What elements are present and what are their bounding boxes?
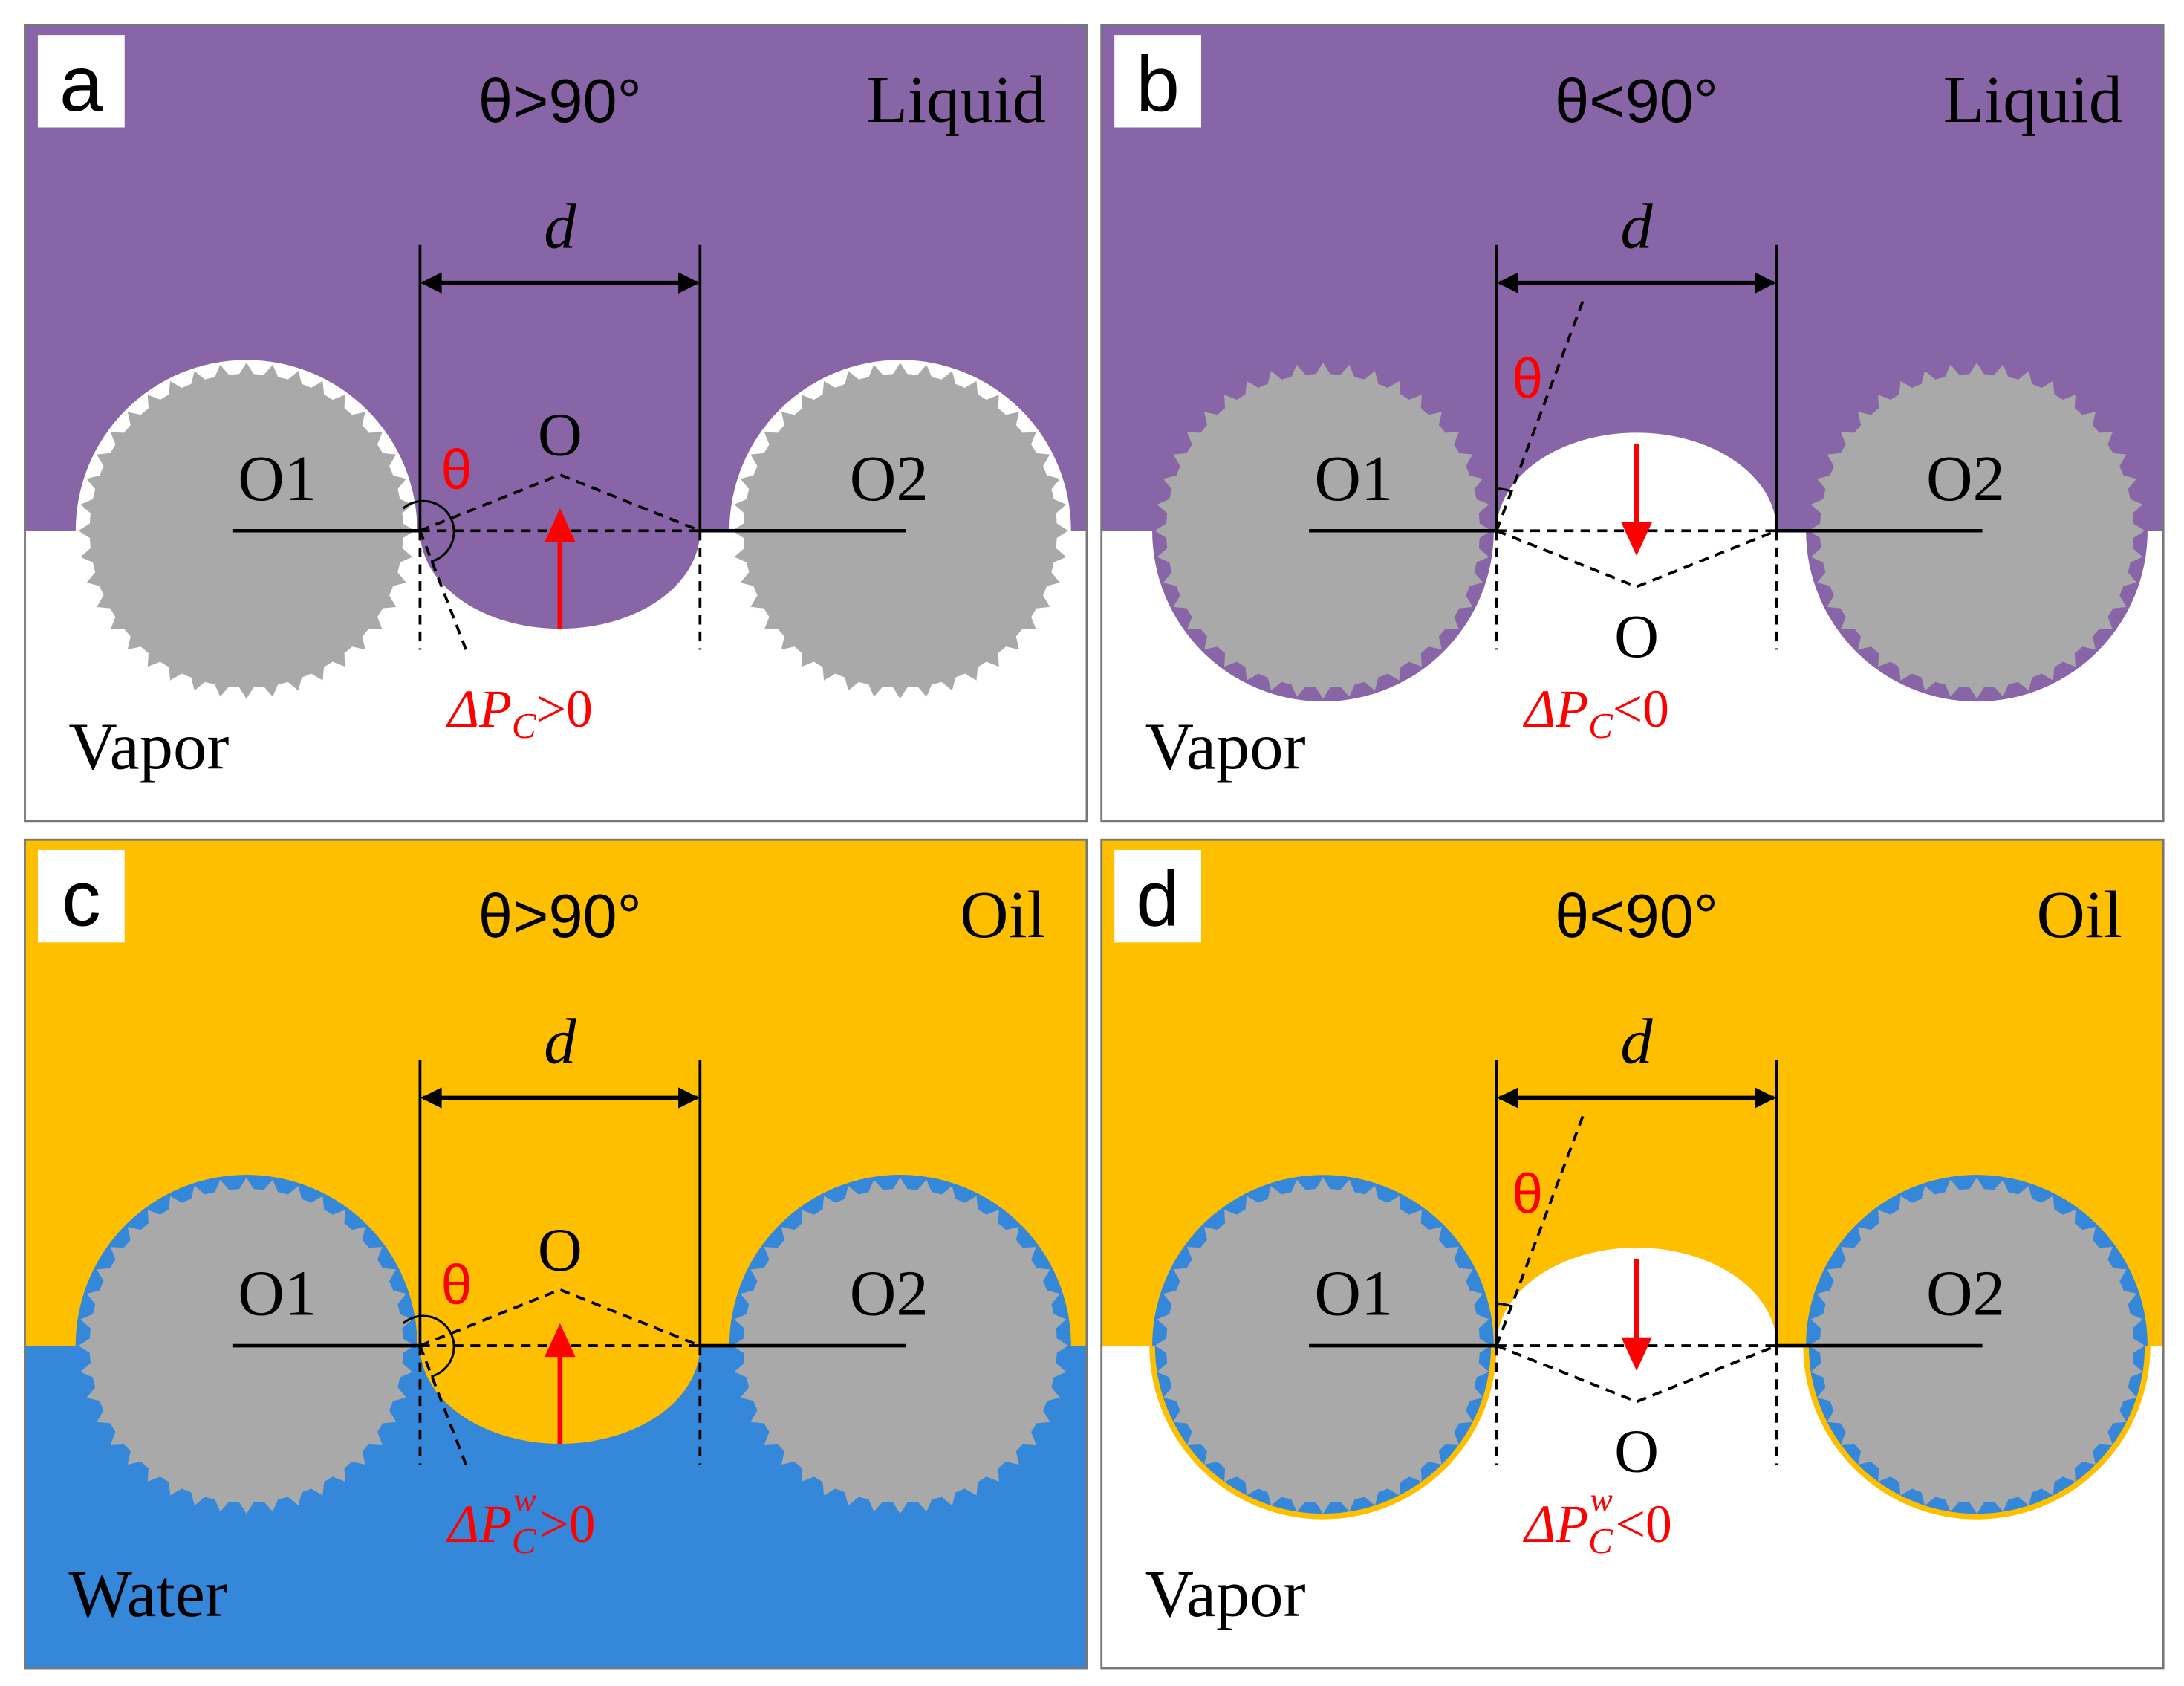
surface-spike [1313,1177,1333,1193]
bottom-phase-label: Vapor [1145,1556,1306,1631]
capillary-pressure-label: ΔPC>0 [446,680,593,746]
surface-spike [891,1499,910,1514]
panel-frame [1100,24,2165,823]
surface-spike [1313,684,1333,699]
bottom-phase-label: Vapor [1145,709,1306,784]
surface-spike [237,684,256,699]
pressure-arrow [545,1323,576,1444]
distance-label: d [1620,1005,1653,1077]
surface-spike [237,363,256,377]
contact-angle-arc [1496,487,1512,493]
surface-spike [1967,684,1986,699]
panel-frame [1100,838,2165,1670]
contact-angle-arc [1496,1303,1512,1308]
meniscus-center-label: O [1614,602,1659,670]
surface-spike [1967,1499,1986,1514]
top-phase-label: Liquid [1943,62,2122,137]
surface-spike [1053,522,1068,540]
particle-center-label-left: O1 [1314,1258,1393,1329]
surface-spike [1154,522,1170,540]
surface-spike [237,1499,256,1514]
distance-label: d [544,191,576,262]
particle-center-label-right: O2 [850,443,929,514]
contact-angle-condition: θ<90° [1555,881,1718,950]
particle-center-label-right: O2 [1926,443,2005,514]
surface-spike [1967,1177,1986,1193]
pressure-arrow [545,508,576,629]
svg-text:a: a [59,40,103,128]
capillary-pressure-label: ΔPCw>0 [446,1481,595,1561]
surface-spike [1053,1336,1068,1355]
meniscus-center-label: O [538,400,582,468]
contact-angle-symbol: θ [1512,347,1543,409]
surface-spike [1967,363,1986,377]
distance-label: d [1620,191,1653,262]
top-phase-label: Oil [2036,877,2122,952]
surface-spike [2130,1336,2145,1355]
capillary-pressure-label: ΔPCw<0 [1522,1481,1671,1561]
contact-angle-symbol: θ [441,1254,472,1316]
contact-angle-condition: θ<90° [1555,66,1718,135]
surface-spike [78,522,93,540]
surface-spike [2130,522,2145,540]
surface-spike [1313,363,1333,377]
contact-angle-symbol: θ [441,438,472,501]
panel-letter: d [1114,849,1201,943]
top-phase-label: Liquid [867,62,1046,137]
bottom-phase-label: Vapor [68,709,229,784]
surface-spike [1313,1499,1333,1514]
panel-letter: b [1114,35,1201,128]
surface-spike [78,1336,93,1355]
contact-angle-condition: θ>90° [478,66,642,135]
tangent-line [418,1345,469,1470]
panel-frame [24,838,1088,1670]
panel-letter: c [37,849,125,943]
surface-spike [891,684,910,699]
tangent-line [418,530,469,655]
bottom-phase-label: Water [68,1556,227,1631]
contact-angle-condition: θ>90° [478,881,642,950]
surface-spike [237,1177,256,1193]
particle-center-label-right: O2 [850,1258,929,1329]
svg-text:c: c [62,855,101,943]
particle-center-label-right: O2 [1926,1258,2005,1329]
distance-label: d [544,1005,576,1077]
svg-text:d: d [1136,855,1180,943]
svg-text:b: b [1136,40,1180,128]
surface-spike [1154,1336,1170,1355]
top-phase-label: Oil [960,877,1046,952]
surface-spike [891,1177,910,1193]
pressure-arrow [1621,444,1652,557]
particle-center-label-left: O1 [1314,443,1393,514]
meniscus-center-label: O [1614,1417,1659,1485]
particle-center-label-left: O1 [238,443,316,514]
contact-angle-symbol: θ [1512,1162,1543,1225]
panel-letter: a [37,35,125,128]
contact-angle-arc [402,1314,455,1378]
meniscus-center-label: O [538,1215,582,1283]
capillary-pressure-label: ΔPC<0 [1522,680,1669,746]
pressure-arrow [1621,1259,1652,1371]
surface-spike [891,363,910,377]
panel-frame [24,24,1088,823]
particle-center-label-left: O1 [238,1258,316,1329]
contact-angle-arc [402,499,455,563]
